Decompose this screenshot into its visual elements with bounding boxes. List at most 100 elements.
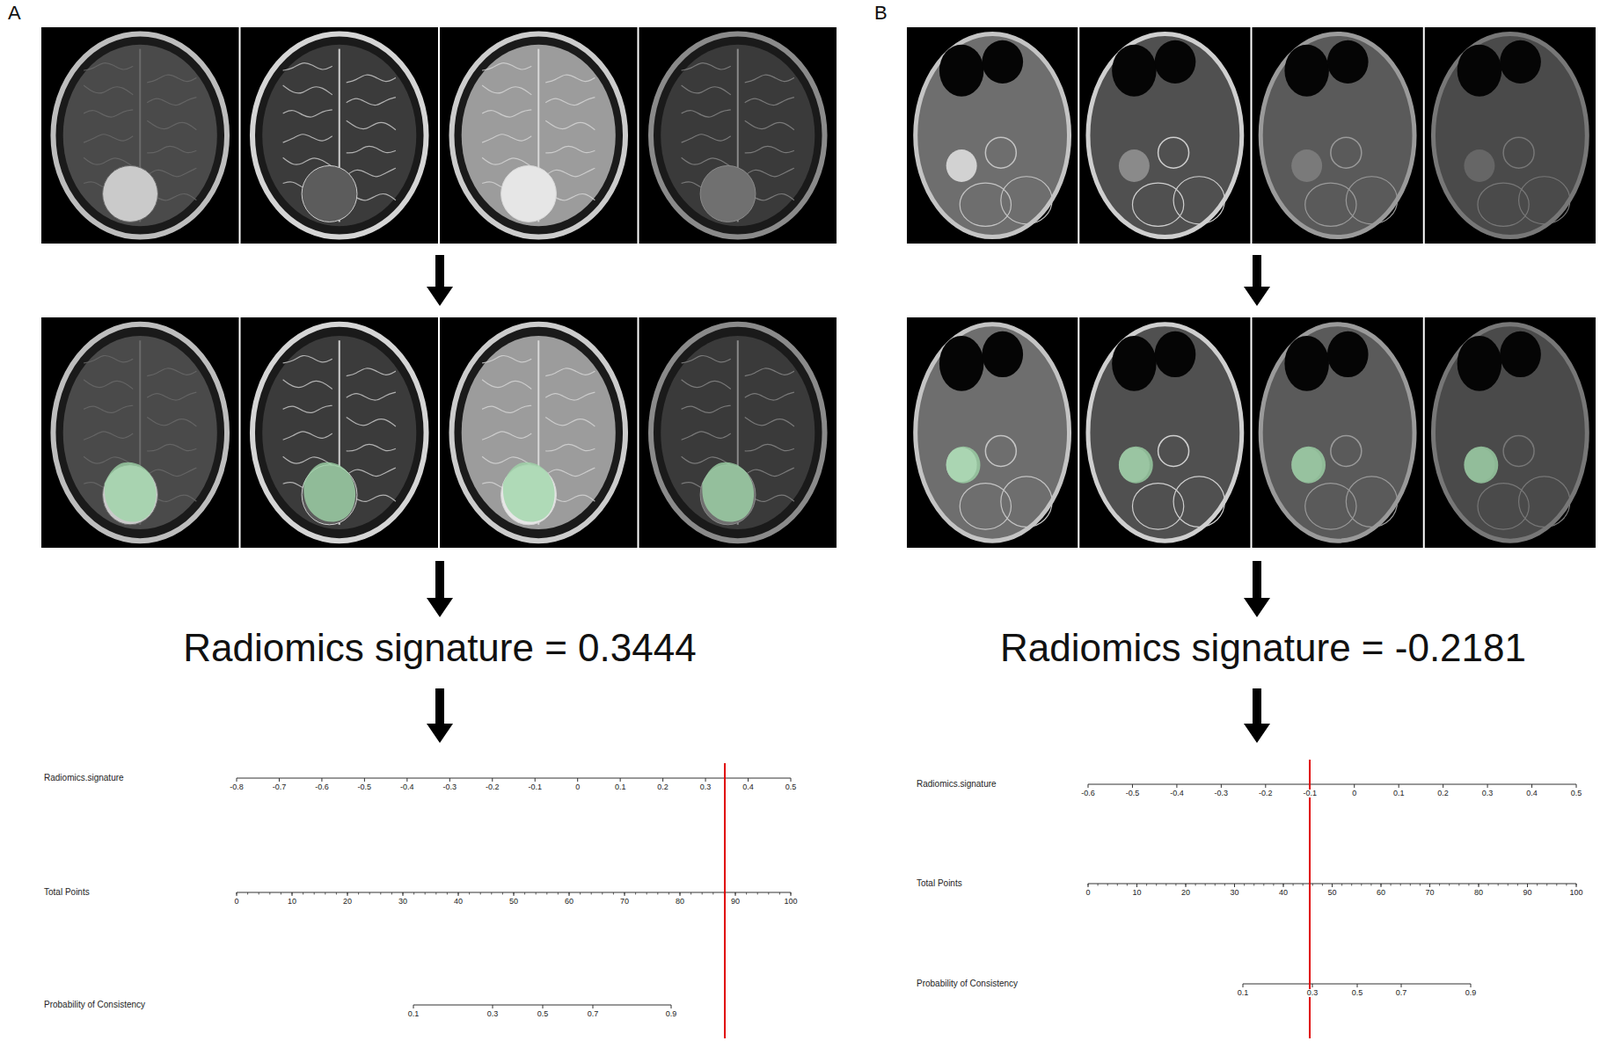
tick-label: 70 (1424, 889, 1435, 898)
tick-label: -0.2 (1257, 789, 1274, 798)
tick-label: 0.3 (1306, 989, 1320, 998)
skull-outline (1088, 324, 1243, 541)
axis-minor-tick (280, 892, 282, 896)
mri-background (1079, 317, 1250, 548)
mri-slice (41, 27, 240, 244)
orbit (939, 336, 985, 392)
mri-background (241, 27, 439, 244)
axis-tick (662, 778, 664, 782)
orbit (1457, 336, 1503, 392)
tumor (1118, 149, 1150, 183)
axis-tick (1132, 784, 1133, 789)
mri-slice (1424, 317, 1596, 548)
panel-letter: B (874, 1, 888, 24)
mri-slice (241, 27, 439, 244)
sulcus-line (346, 444, 396, 452)
brainstem (985, 137, 1016, 169)
tick-label: 0.3 (1481, 789, 1495, 798)
axis-minor-tick (1234, 884, 1235, 887)
tumor-segmentation (701, 462, 754, 523)
axis-minor-tick (1293, 884, 1294, 887)
axis-tick (406, 778, 408, 782)
flow-arrow (426, 255, 453, 307)
mri-background (439, 317, 638, 548)
axis-tick (1264, 784, 1266, 789)
axis-tick (1429, 884, 1431, 888)
orbit (1154, 40, 1197, 84)
axis-tick (1470, 984, 1472, 988)
axis-minor-tick (336, 892, 337, 896)
sulcus-line (482, 405, 532, 413)
tumor-segmentation (104, 462, 157, 523)
axis-minor-tick (1536, 884, 1538, 887)
axis-tick (671, 1005, 673, 1009)
skull-outline (1432, 324, 1587, 541)
axis-minor-tick (1497, 884, 1499, 887)
sulcus-line (283, 355, 333, 363)
axis-minor-tick (1439, 884, 1440, 887)
axis-minor-tick (535, 892, 537, 896)
axis-tick (364, 778, 366, 782)
sulcus-line (482, 431, 532, 440)
axis-tick (679, 892, 681, 897)
tick-label: -0.1 (1302, 789, 1319, 798)
axis-tick (458, 892, 460, 897)
tick-label: 50 (508, 898, 519, 906)
mri-background (439, 27, 638, 244)
flow-arrow (1243, 255, 1271, 307)
axis-tick (534, 778, 536, 782)
axis-tick (449, 778, 451, 782)
axis-tick (1357, 984, 1359, 988)
axis-tick (1576, 884, 1578, 888)
tick-label: 80 (674, 898, 686, 906)
axis-minor-tick (657, 892, 658, 896)
skull-outline (52, 33, 227, 237)
sulcus-line (146, 368, 197, 377)
axis-minor-tick (1331, 884, 1333, 887)
skull-outline (1088, 33, 1243, 237)
tumor-segmentation (1291, 446, 1326, 484)
brain-tissue (262, 44, 417, 227)
tick-label: 0.4 (741, 783, 755, 792)
axis-tick (624, 892, 626, 897)
sulcus-line (482, 85, 532, 95)
sulcus-line (545, 467, 595, 477)
mri-slice (906, 317, 1078, 548)
axis-minor-tick (458, 892, 460, 896)
tumor (102, 165, 159, 222)
sulcus-line (283, 405, 333, 413)
tick-label: 0.5 (1570, 789, 1584, 798)
axis-minor-tick (369, 892, 371, 896)
sulcus-line (346, 146, 396, 154)
sulcus-line (146, 168, 197, 177)
axis-tick (236, 892, 238, 897)
sulcus-line (146, 97, 197, 106)
tick-label: 0.3 (699, 783, 713, 792)
sulcus-line (545, 97, 595, 106)
axis-tick (620, 778, 622, 782)
sulcus-line (745, 120, 795, 131)
orbit (981, 40, 1023, 84)
sulcus-line (283, 157, 333, 167)
brain-tissue (63, 336, 218, 530)
sulcus-line (283, 431, 333, 440)
axis-minor-tick (1410, 884, 1411, 887)
sulcus-line (545, 444, 595, 452)
sulcus-line (283, 134, 333, 143)
axis-tick (747, 778, 749, 782)
sulcus-line (681, 63, 731, 71)
sulcus-line (83, 431, 133, 440)
brain-tissue (262, 336, 417, 530)
axis-minor-tick (635, 892, 636, 896)
panel-letter: A (7, 1, 22, 24)
orbit (1499, 331, 1542, 378)
mri-slice (1252, 27, 1424, 244)
sulcus-line (681, 431, 731, 440)
mri-slice (1424, 27, 1596, 244)
axis-minor-tick (468, 892, 470, 896)
sulcus-line (146, 120, 197, 131)
score-marker-line (723, 763, 726, 1039)
mri-slice (41, 317, 240, 548)
axis-tick (577, 778, 578, 782)
